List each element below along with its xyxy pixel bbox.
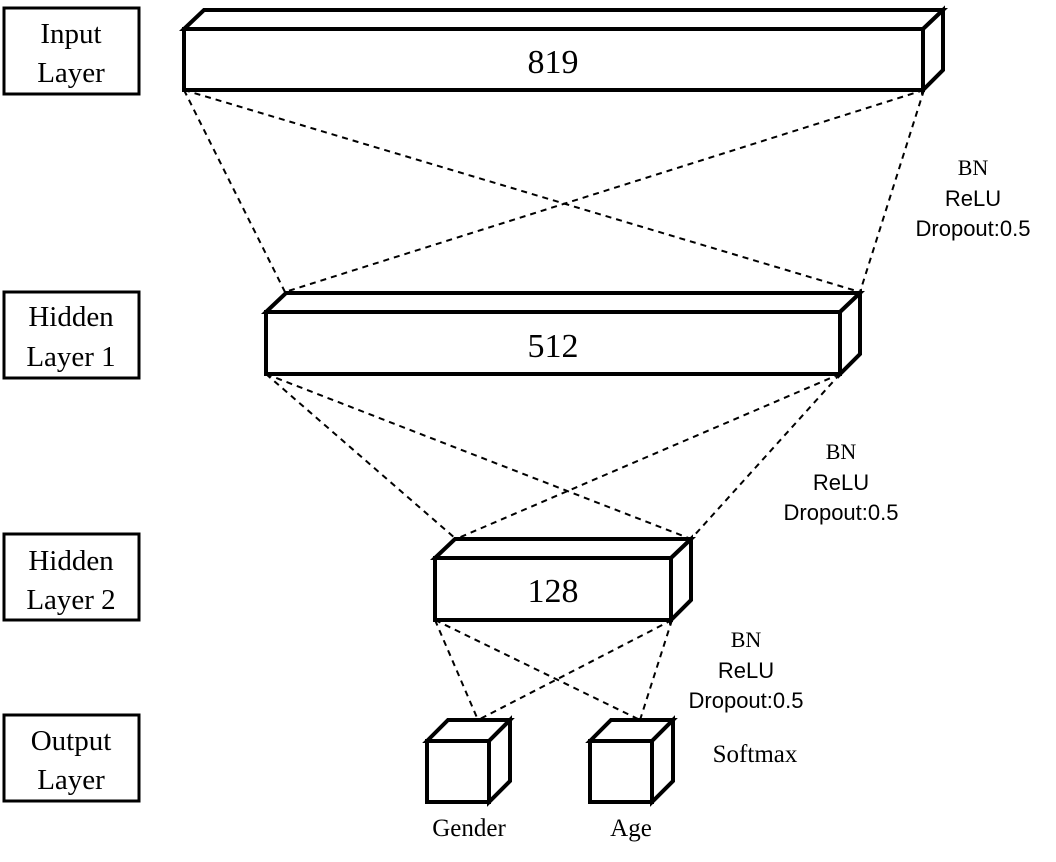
layer-label-hidden2-line1: Hidden [28,545,114,577]
transition-1-dropout: Dropout:0.5 [916,216,1031,241]
layer-label-hidden1-line2: Layer 1 [26,341,115,373]
layer-size-input: 819 [528,44,579,81]
transition-annotation-3: BN ReLU Dropout:0.5 [689,627,804,713]
connection-line [690,373,841,540]
transition-annotation-2: BN ReLU Dropout:0.5 [784,439,899,525]
output-cube-age [585,715,678,807]
layer-label-hidden2: Hidden Layer 2 [2,532,141,622]
layer-block-hidden1: 512 [260,288,866,379]
output-cube-gender [422,715,515,807]
transition-annotation-1: BN ReLU Dropout:0.5 [916,155,1031,241]
connection-line [284,89,925,293]
connection-line [265,373,457,540]
transition-1-bn: BN [958,155,989,180]
connection-line [265,373,692,540]
output-label-age: Age [610,815,652,842]
layer-label-hidden1-line1: Hidden [28,301,114,333]
layer-label-input: Input Layer [2,6,141,96]
layer-size-hidden2: 128 [528,573,579,610]
transition-2-dropout: Dropout:0.5 [784,500,899,525]
transition-1-activation: ReLU [945,186,1001,211]
transition-3-dropout: Dropout:0.5 [689,688,804,713]
transition-3-bn: BN [731,627,762,652]
layer-label-output-line1: Output [31,725,112,757]
layer-label-output-line2: Layer [37,764,105,796]
layer-label-hidden2-line2: Layer 2 [26,584,115,616]
connection-line [183,89,286,293]
output-activation-label: Softmax [713,741,798,768]
layer-block-hidden2: 128 [429,534,697,625]
layer-label-input-line2: Layer [37,57,105,89]
transition-2-bn: BN [826,439,857,464]
layer-label-input-line1: Input [40,18,101,50]
layer-label-output: Output Layer [2,713,141,803]
layer-block-input: 819 [178,5,949,95]
layer-label-hidden1: Hidden Layer 1 [2,290,141,380]
connections [183,89,925,721]
connection-line [183,89,861,293]
connection-line [455,373,841,540]
transition-3-activation: ReLU [718,658,774,683]
connection-line [434,619,479,721]
transition-2-activation: ReLU [813,470,869,495]
connection-line [639,619,673,721]
output-label-gender: Gender [432,815,506,842]
layer-size-hidden1: 512 [528,328,579,365]
connection-line [859,89,925,293]
connection-line [434,619,641,721]
connection-line [477,619,673,721]
